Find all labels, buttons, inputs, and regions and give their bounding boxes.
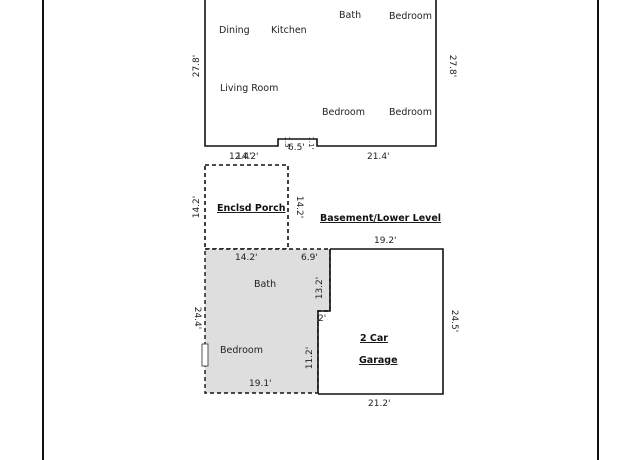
window-marker (201, 343, 209, 367)
garage-label-line2: Garage (359, 355, 398, 366)
dim-notch-right: 1.1' (307, 136, 315, 149)
garage-label-line1: 2 Car (360, 333, 388, 344)
room-kitchen: Kitchen (271, 25, 307, 36)
dim-porch-left: 14.2' (192, 196, 202, 219)
dim-lower-left: 24.4' (192, 307, 202, 330)
dim-upper-bottom-right: 21.4' (367, 152, 390, 162)
room-bedroom-right: Bedroom (389, 107, 432, 118)
garage-outline (318, 248, 444, 395)
room-bedroom-top: Bedroom (389, 11, 432, 22)
dim-notch-width: 6.5' (288, 143, 305, 153)
dim-upper-right: 27.8' (447, 55, 457, 78)
dim-step-lower: 11.2' (305, 347, 315, 370)
room-bath-upper: Bath (339, 10, 361, 21)
dim-upper-left: 27.8' (192, 55, 202, 78)
garage-shared-wall (317, 249, 331, 393)
dim-porch-right: 14.2' (294, 196, 304, 219)
dim-step-upper: 13.2' (315, 277, 325, 300)
room-bedroom-left: Bedroom (322, 107, 365, 118)
dim-garage-top: 19.2' (374, 236, 397, 246)
dim-lower-top-mid: 6.9' (301, 253, 318, 263)
lower-finished-area (204, 248, 331, 394)
lower-level-title: Basement/Lower Level (320, 213, 441, 224)
dim-upper-bottom-left: 12.4' (229, 152, 252, 162)
dim-garage-right: 24.5' (449, 310, 459, 333)
dim-garage-bottom: 21.2' (368, 399, 391, 409)
dim-notch-left: 1.5' (283, 136, 291, 149)
upper-floor-outline (204, 0, 437, 147)
room-bath-lower: Bath (254, 279, 276, 290)
dim-lower-top-left: 14.2' (235, 253, 258, 263)
dim-lower-bottom-left: 19.1' (249, 379, 272, 389)
room-living-room: Living Room (220, 83, 278, 94)
dim-step: 2' (318, 314, 326, 324)
room-bedroom-lower: Bedroom (220, 345, 263, 356)
room-dining: Dining (219, 25, 250, 36)
porch-label: Enclsd Porch (217, 203, 286, 214)
dim-upper-bottom-left-overlap: 14.2' (236, 152, 259, 162)
